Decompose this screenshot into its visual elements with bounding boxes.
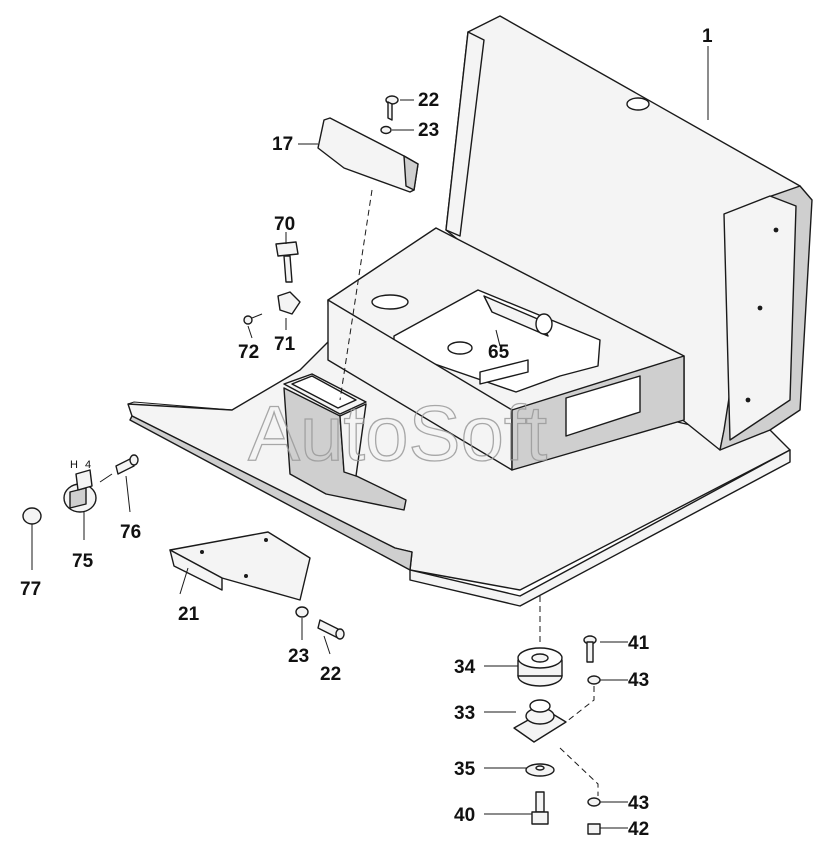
back-panel	[445, 15, 813, 451]
callout-43-lower: 43	[628, 793, 649, 814]
callout-40: 40	[454, 805, 475, 826]
callout-42: 42	[628, 819, 649, 840]
cover-plate	[317, 117, 419, 193]
callout-23-top: 23	[418, 120, 439, 141]
side-tag: H 4	[70, 459, 93, 471]
bolt-72	[243, 313, 263, 325]
bracket-21	[169, 531, 311, 601]
callout-34: 34	[454, 657, 476, 678]
washer-23-top	[380, 125, 392, 135]
screw-76	[115, 454, 139, 475]
switch-75	[63, 469, 97, 513]
watermark: AutoSoft	[248, 389, 548, 477]
callout-35: 35	[454, 759, 476, 780]
callout-71: 71	[274, 334, 296, 355]
bolt-22-lower	[317, 619, 345, 640]
callout-65: 65	[488, 342, 510, 363]
callout-23-lower: 23	[288, 646, 309, 667]
washer-23-lower	[295, 606, 309, 618]
rubber-mount-34	[517, 647, 563, 687]
knob-70	[275, 241, 299, 283]
nut-77	[22, 507, 42, 525]
seat-box	[327, 227, 685, 471]
callout-41: 41	[628, 633, 650, 654]
callout-75: 75	[72, 551, 94, 572]
nut-42	[587, 823, 601, 835]
callout-17: 17	[272, 134, 293, 155]
callout-77: 77	[20, 579, 41, 600]
washer-35	[525, 763, 555, 777]
callout-72: 72	[238, 342, 259, 363]
callout-1: 1	[702, 26, 713, 47]
callout-22-lower: 22	[320, 664, 341, 685]
callout-33: 33	[454, 703, 475, 724]
bolt-22-top	[385, 95, 399, 121]
callout-70: 70	[274, 214, 295, 235]
callout-76: 76	[120, 522, 141, 543]
bolt-40	[531, 791, 549, 825]
washer-43-lower	[587, 797, 601, 807]
bolt-41	[583, 635, 597, 663]
damper-33	[513, 699, 567, 743]
callout-22-top: 22	[418, 90, 439, 111]
washer-43-upper	[587, 675, 601, 685]
clip-71	[277, 291, 301, 315]
leader-lines	[31, 46, 709, 829]
callout-43-upper: 43	[628, 670, 649, 691]
callout-21: 21	[178, 604, 200, 625]
